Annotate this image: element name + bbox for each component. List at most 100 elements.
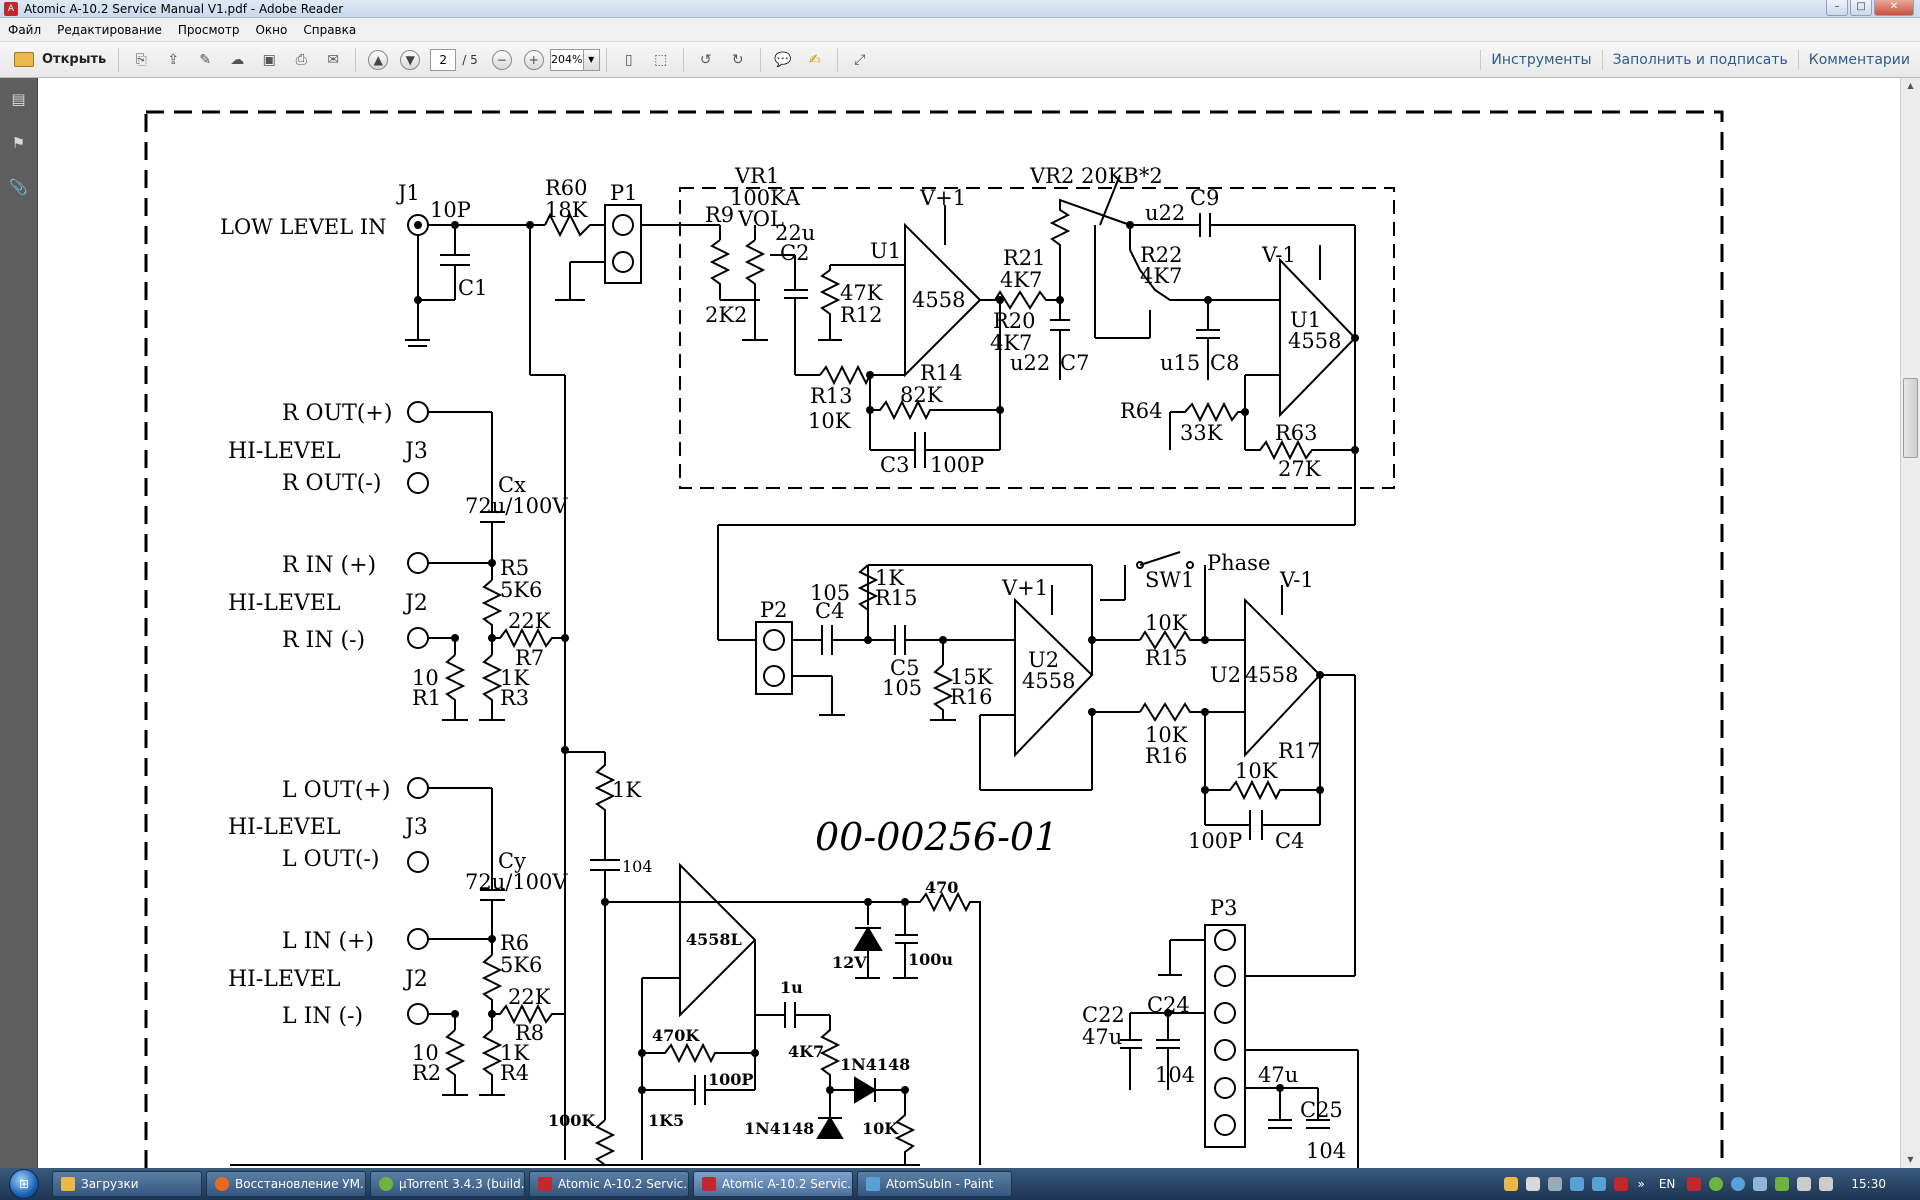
label: P3 bbox=[1210, 896, 1238, 920]
toolbar-separator bbox=[605, 47, 607, 72]
clock[interactable]: 15:30 bbox=[1851, 1177, 1886, 1191]
zoom-dropdown[interactable]: ▼ bbox=[583, 48, 600, 71]
menu-file[interactable]: Файл bbox=[8, 22, 42, 37]
scroll-up-icon[interactable]: ▲ bbox=[1907, 81, 1914, 90]
task-downloads[interactable]: Загрузки bbox=[52, 1171, 202, 1197]
previous-page-button[interactable]: ▲ bbox=[367, 49, 389, 71]
menu-edit[interactable]: Редактирование bbox=[57, 22, 162, 37]
rotate-ccw-icon[interactable]: ↺ bbox=[699, 51, 712, 68]
folder-icon[interactable] bbox=[1503, 1177, 1518, 1191]
attachments-icon[interactable]: 📎 bbox=[9, 178, 28, 196]
folder-icon bbox=[14, 52, 34, 67]
label: 1u bbox=[780, 978, 803, 997]
label: u22 bbox=[1145, 201, 1185, 225]
close-button[interactable]: ✕ bbox=[1874, 0, 1914, 16]
label: R8 bbox=[515, 1021, 544, 1045]
right-panel-links: Инструменты Заполнить и подписать Коммен… bbox=[1480, 42, 1920, 78]
label: 10K bbox=[1145, 723, 1188, 747]
label: Cx bbox=[498, 473, 526, 497]
document-icon[interactable] bbox=[1525, 1177, 1540, 1191]
task-paint[interactable]: AtomSubIn - Paint bbox=[857, 1171, 1012, 1197]
display-icon[interactable] bbox=[1797, 1177, 1812, 1191]
label: R16 bbox=[950, 685, 993, 709]
label: 1N4148 bbox=[744, 1119, 814, 1138]
zoom-in-button[interactable]: + bbox=[523, 49, 545, 71]
tray-app-icon[interactable] bbox=[1613, 1177, 1628, 1191]
label: J2 bbox=[403, 591, 428, 616]
label: U2 bbox=[1210, 663, 1241, 687]
print-icon[interactable]: ⎙ bbox=[295, 51, 307, 68]
rotate-cw-icon[interactable]: ↻ bbox=[731, 51, 744, 68]
save-icon[interactable]: ▣ bbox=[262, 51, 276, 68]
shield-icon[interactable] bbox=[1753, 1177, 1768, 1191]
adobe-reader-icon: A bbox=[4, 1, 18, 16]
update-icon[interactable] bbox=[1731, 1177, 1746, 1191]
label: V-1 bbox=[1261, 243, 1296, 267]
fullscreen-icon[interactable]: ⤢ bbox=[854, 51, 866, 68]
task-reader-2[interactable]: Atomic A-10.2 Servic... bbox=[693, 1171, 853, 1197]
start-button[interactable]: ⊞ bbox=[0, 1168, 48, 1200]
next-page-button[interactable]: ▼ bbox=[399, 49, 421, 71]
title-bar: A Atomic A-10.2 Service Manual V1.pdf - … bbox=[0, 0, 1920, 18]
label: 47u bbox=[1258, 1063, 1298, 1087]
label: C4 bbox=[815, 599, 844, 623]
task-firefox[interactable]: Восстановление УМ... bbox=[206, 1171, 366, 1197]
email-icon[interactable]: ✉ bbox=[327, 51, 340, 68]
cloud-upload-icon[interactable]: ☁ bbox=[230, 51, 245, 68]
antivirus-icon[interactable] bbox=[1687, 1177, 1702, 1191]
fit-page-icon[interactable]: ▯ bbox=[624, 51, 633, 68]
scrollbar-thumb[interactable] bbox=[1903, 378, 1918, 458]
label: Phase bbox=[1207, 551, 1270, 575]
edit-icon[interactable]: ✎ bbox=[199, 51, 212, 68]
windows-logo-icon: ⊞ bbox=[9, 1169, 39, 1199]
label: 470 bbox=[925, 878, 958, 897]
export-pdf-icon[interactable]: ⇪ bbox=[167, 51, 180, 68]
vertical-scrollbar[interactable]: ▲ ▼ bbox=[1900, 78, 1920, 1168]
label: C7 bbox=[1060, 351, 1089, 375]
task-utorrent[interactable]: µTorrent 3.4.3 (build... bbox=[370, 1171, 525, 1197]
open-button[interactable]: Открыть bbox=[8, 49, 112, 70]
comment-icon[interactable]: 💬 bbox=[774, 51, 792, 68]
bookmarks-icon[interactable]: ⚑ bbox=[11, 134, 26, 152]
fill-sign-link[interactable]: Заполнить и подписать bbox=[1601, 50, 1798, 70]
language-indicator[interactable]: EN bbox=[1658, 1177, 1676, 1191]
toolbar: Открыть ⎘ ⇪ ✎ ☁ ▣ ⎙ ✉ ▲ ▼ 2 / 5 − + 204%… bbox=[0, 42, 1920, 78]
maximize-button[interactable]: □ bbox=[1850, 0, 1872, 16]
show-hidden-icons[interactable]: » bbox=[1637, 1177, 1645, 1191]
adobe-reader-icon bbox=[538, 1177, 552, 1191]
task-reader-1[interactable]: Atomic A-10.2 Servic... bbox=[529, 1171, 689, 1197]
tray-app-icon[interactable] bbox=[1547, 1177, 1562, 1191]
highlight-icon[interactable]: ✍ bbox=[808, 51, 821, 68]
minus-icon: − bbox=[491, 49, 512, 70]
taskbar: ⊞ Загрузки Восстановление УМ... µTorrent… bbox=[0, 1168, 1920, 1200]
tray-app-icon[interactable] bbox=[1775, 1177, 1790, 1191]
zoom-input[interactable]: 204% bbox=[549, 48, 584, 71]
label: R22 bbox=[1140, 243, 1183, 267]
label: HI-LEVEL bbox=[228, 967, 341, 992]
network-icon[interactable] bbox=[1569, 1177, 1584, 1191]
document-view[interactable]: LOW LEVEL IN J1 10P C1 R60 18K P1 VR1 10… bbox=[38, 78, 1900, 1168]
label: 4558 bbox=[1022, 669, 1075, 693]
menu-window[interactable]: Окно bbox=[255, 22, 288, 37]
utorrent-icon[interactable] bbox=[1709, 1177, 1724, 1191]
page-thumbnails-icon[interactable]: ▤ bbox=[11, 90, 26, 108]
speaker-icon[interactable] bbox=[1819, 1177, 1834, 1191]
menu-view[interactable]: Просмотр bbox=[177, 22, 240, 37]
minimize-button[interactable]: – bbox=[1826, 0, 1848, 16]
label: 27K bbox=[1278, 457, 1321, 481]
label: 12V bbox=[832, 953, 867, 972]
comments-link[interactable]: Комментарии bbox=[1797, 50, 1920, 70]
fit-width-icon[interactable]: ⬚ bbox=[654, 51, 668, 68]
page-number-input[interactable]: 2 bbox=[430, 48, 457, 71]
label: R17 bbox=[1278, 739, 1321, 763]
create-pdf-icon[interactable]: ⎘ bbox=[135, 51, 147, 68]
volume-module-box bbox=[679, 187, 1395, 489]
scroll-down-icon[interactable]: ▼ bbox=[1907, 1155, 1914, 1164]
tools-link[interactable]: Инструменты bbox=[1480, 50, 1601, 70]
label: u22 bbox=[1010, 351, 1050, 375]
menu-help[interactable]: Справка bbox=[303, 22, 357, 37]
zoom-out-button[interactable]: − bbox=[491, 49, 513, 71]
computer-icon[interactable] bbox=[1591, 1177, 1606, 1191]
menu-bar: Файл Редактирование Просмотр Окно Справк… bbox=[0, 18, 1920, 42]
label: 18K bbox=[545, 198, 588, 222]
